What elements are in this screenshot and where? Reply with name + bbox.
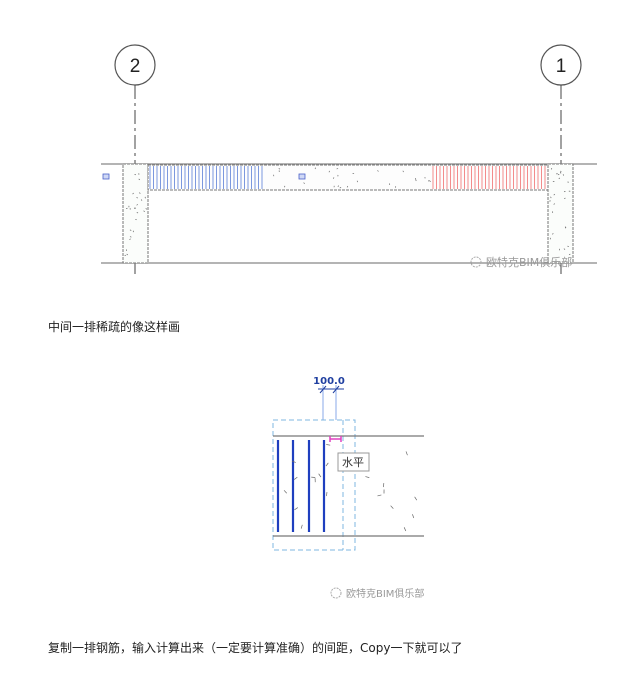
concrete-mark [140, 199, 143, 201]
wechat-icon [470, 256, 482, 268]
concrete-mark [339, 186, 342, 189]
concrete-mark [136, 211, 139, 214]
concrete-mark [553, 193, 556, 196]
tick [332, 385, 340, 394]
concrete-mark [129, 229, 132, 231]
concrete-mark [563, 197, 566, 199]
concrete-mark [132, 192, 134, 195]
concrete-mark [414, 496, 418, 501]
concrete-mark [346, 185, 349, 188]
concrete-mark [337, 185, 339, 187]
concrete-mark [136, 197, 138, 199]
concrete-mark [326, 444, 331, 446]
selection-box [272, 419, 356, 551]
concrete-mark [303, 182, 305, 184]
concrete-mark [427, 180, 430, 182]
concrete-mark [300, 524, 303, 529]
concrete-mark [126, 253, 129, 256]
tick [319, 385, 327, 394]
concrete-mark [356, 180, 359, 183]
concrete-mark [568, 253, 571, 256]
concrete-mark [138, 192, 141, 194]
drag-handle[interactable] [329, 436, 342, 442]
concrete-mark [390, 505, 394, 509]
concrete-mark [365, 476, 370, 478]
concrete-mark [278, 168, 281, 170]
concrete-mark [567, 245, 569, 248]
concrete-mark [559, 171, 562, 174]
blue-rebar-hatch [149, 166, 263, 189]
concrete-mark [402, 170, 404, 173]
concrete-mark [145, 208, 148, 210]
concrete-mark [325, 462, 329, 467]
concrete-mark [553, 203, 555, 205]
concrete-mark [318, 473, 322, 478]
paragraph-2: 复制一排钢筋，输入计算出来（一定要计算准确）的间距，Copy一下就可以了 [48, 641, 463, 655]
concrete-mark [563, 248, 566, 250]
concrete-mark [552, 232, 554, 235]
concrete-mark [138, 178, 141, 181]
concrete-mark [129, 238, 131, 240]
tag-icon [298, 173, 306, 180]
concrete-mark [135, 218, 137, 221]
concrete-mark [326, 492, 328, 497]
concrete-mark [291, 460, 296, 463]
concrete-mark [429, 180, 431, 182]
concrete-mark [560, 170, 562, 173]
concrete-mark [405, 451, 408, 456]
beam [147, 164, 549, 191]
concrete-mark [415, 179, 417, 182]
figure-beam-elevation: 2 1 欧特克BIM俱乐部 [101, 44, 597, 275]
concrete-mark [332, 177, 335, 179]
concrete-mark [294, 507, 299, 511]
figure-rebar-section: 100.0 水平 欧特克BIM俱乐部 [272, 376, 424, 600]
tag-icon [102, 173, 110, 180]
concrete-pattern [124, 167, 571, 256]
grid-label-2: 2 [130, 56, 141, 77]
concrete-mark [564, 226, 567, 229]
concrete-mark [562, 174, 564, 176]
concrete-mark [377, 170, 379, 172]
concrete-mark [328, 170, 330, 173]
watermark: 欧特克BIM俱乐部 [486, 255, 572, 269]
wechat-icon [330, 587, 342, 599]
concrete-mark [556, 173, 558, 175]
concrete-mark [558, 177, 561, 180]
concrete-mark [134, 207, 136, 210]
concrete-mark [143, 210, 145, 212]
right-column [547, 163, 574, 264]
left-column [122, 163, 149, 264]
dimension-value: 100.0 [313, 376, 345, 387]
concrete-mark [403, 527, 407, 532]
tooltip-box [337, 452, 370, 472]
concrete-mark [136, 203, 138, 206]
concrete-mark [412, 514, 415, 519]
concrete-mark [284, 185, 286, 188]
concrete-mark [377, 494, 382, 497]
concrete-mark [132, 230, 134, 233]
concrete-mark [293, 476, 298, 480]
concrete-mark [129, 236, 132, 238]
red-rebar-hatch [432, 166, 546, 189]
grid-label-1: 1 [556, 56, 567, 77]
concrete-mark [550, 196, 552, 199]
concrete-mark [283, 490, 287, 494]
paragraph-1: 中间一排稀疏的像这样画 [48, 320, 181, 334]
watermark: 欧特克BIM俱乐部 [346, 587, 424, 600]
tooltip-text: 水平 [342, 456, 364, 469]
